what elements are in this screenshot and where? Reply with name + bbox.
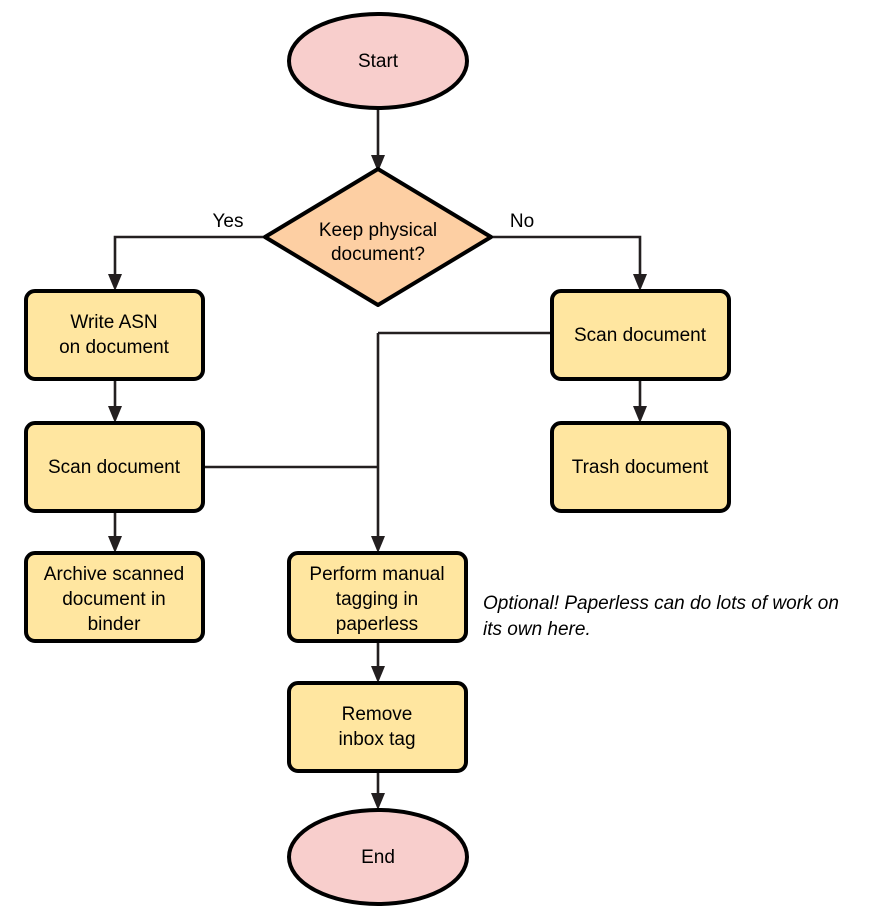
decision-diamond[interactable]: [263, 167, 493, 307]
edge-label-yes: Yes: [213, 211, 244, 232]
edges-layer: [108, 108, 647, 810]
start-label: Start: [358, 51, 399, 72]
trash-document-box[interactable]: [550, 421, 731, 513]
manual-tagging-label-line1: Perform manual: [309, 564, 444, 585]
node-remove-inbox-tag[interactable]: Remove inbox tag: [287, 681, 468, 773]
trash-document-label: Trash document: [572, 457, 709, 478]
end-label: End: [361, 847, 395, 868]
remove-inbox-tag-box[interactable]: [287, 681, 468, 773]
archive-label-line1: Archive scanned: [44, 564, 184, 585]
arrowhead-merge-to-tagging: [371, 536, 385, 553]
arrowhead-start-to-decision: [371, 155, 385, 172]
archive-label-line2: document in: [62, 589, 166, 610]
decision-label-line2: document?: [331, 244, 425, 265]
manual-tagging-box[interactable]: [287, 551, 468, 643]
scan-document-left-box[interactable]: [24, 421, 205, 513]
arrowhead-decision-no: [633, 274, 647, 291]
manual-tagging-label-line2: tagging in: [336, 589, 418, 610]
node-trash-document[interactable]: Trash document: [550, 421, 731, 513]
arrowhead-decision-yes: [108, 274, 122, 291]
decision-label-line1: Keep physical: [319, 220, 437, 241]
remove-inbox-tag-label-line2: inbox tag: [338, 729, 415, 750]
annotation-line2: its own here.: [483, 619, 591, 640]
node-start[interactable]: Start: [287, 12, 469, 110]
write-asn-label-line2: on document: [59, 337, 170, 358]
arrowhead-writeasn-to-scanleft: [108, 406, 122, 423]
arrowhead-scanleft-to-archive: [108, 536, 122, 553]
node-write-asn-on-document[interactable]: Write ASN on document: [24, 289, 205, 381]
node-scan-document-left[interactable]: Scan document: [24, 421, 205, 513]
scan-document-right-box[interactable]: [550, 289, 731, 381]
node-scan-document-right[interactable]: Scan document: [550, 289, 731, 381]
edge-decision-yes: [113, 235, 265, 281]
edge-label-no: No: [510, 211, 534, 232]
start-ellipse[interactable]: [287, 12, 469, 110]
arrowhead-removetag-to-end: [371, 793, 385, 810]
edge-decision-no: [491, 235, 642, 281]
write-asn-box[interactable]: [24, 289, 205, 381]
scan-document-right-label: Scan document: [574, 325, 707, 346]
node-perform-manual-tagging[interactable]: Perform manual tagging in paperless: [287, 551, 468, 643]
arrowhead-scanright-to-trash: [633, 406, 647, 423]
node-end[interactable]: End: [287, 808, 469, 906]
manual-tagging-label-line3: paperless: [336, 614, 418, 635]
arrowhead-tagging-to-removetag: [371, 666, 385, 683]
annotation-note: Optional! Paperless can do lots of work …: [483, 593, 839, 640]
node-archive-scanned-document[interactable]: Archive scanned document in binder: [24, 551, 205, 643]
remove-inbox-tag-label-line1: Remove: [342, 704, 413, 725]
annotation-line1: Optional! Paperless can do lots of work …: [483, 593, 839, 614]
write-asn-label-line1: Write ASN: [70, 312, 157, 333]
archive-box[interactable]: [24, 551, 205, 643]
archive-label-line3: binder: [88, 614, 141, 635]
scan-document-left-label: Scan document: [48, 457, 181, 478]
end-ellipse[interactable]: [287, 808, 469, 906]
node-decision-keep-physical-document[interactable]: Keep physical document?: [263, 167, 493, 307]
